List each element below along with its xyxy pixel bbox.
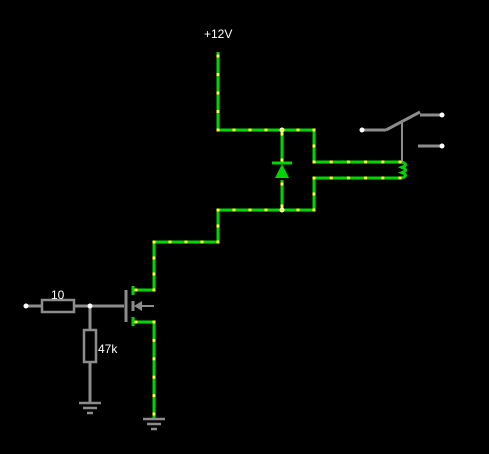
current-dot bbox=[346, 160, 350, 164]
current-dot bbox=[216, 208, 220, 212]
current-dot bbox=[248, 128, 252, 132]
current-dot bbox=[134, 288, 138, 292]
current-dot bbox=[264, 128, 268, 132]
top-wire-to-coil bbox=[282, 128, 402, 164]
current-dot bbox=[280, 208, 284, 212]
current-dot bbox=[346, 176, 350, 180]
current-dot bbox=[398, 176, 402, 180]
current-dot bbox=[381, 160, 385, 164]
ground-icon bbox=[143, 417, 165, 431]
switch-common-terminal bbox=[359, 127, 365, 133]
current-dot bbox=[398, 160, 402, 164]
current-dot bbox=[152, 272, 156, 276]
current-dot bbox=[216, 54, 220, 58]
current-dot bbox=[134, 320, 138, 324]
input-wires bbox=[26, 304, 124, 402]
current-dot bbox=[312, 144, 316, 148]
current-dot bbox=[232, 208, 236, 212]
current-dot bbox=[280, 204, 284, 208]
ground-icon bbox=[79, 401, 101, 415]
current-dot bbox=[329, 160, 333, 164]
current-dot bbox=[280, 182, 284, 186]
supply-label: +12V bbox=[204, 27, 232, 41]
current-dot bbox=[216, 110, 220, 113]
current-dot bbox=[152, 394, 156, 398]
current-dot bbox=[264, 208, 268, 212]
current-dot bbox=[232, 128, 236, 132]
mosfet-icon bbox=[124, 286, 154, 326]
current-dot bbox=[312, 128, 316, 132]
current-dot bbox=[381, 176, 385, 180]
current-dot bbox=[152, 288, 156, 292]
switch-no-terminal bbox=[439, 143, 445, 149]
resistor-series-label: 10 bbox=[51, 288, 65, 302]
current-dot bbox=[184, 240, 188, 244]
source-wire bbox=[133, 320, 156, 418]
current-dot bbox=[312, 192, 316, 196]
supply-wire bbox=[216, 52, 282, 132]
current-dot bbox=[152, 412, 156, 416]
diode-icon bbox=[272, 161, 292, 178]
current-dot bbox=[152, 338, 156, 342]
current-dot bbox=[216, 91, 220, 95]
current-dot bbox=[296, 128, 300, 132]
current-dot bbox=[312, 208, 316, 212]
current-dot bbox=[312, 160, 316, 164]
current-dot bbox=[152, 375, 156, 379]
resistor-icon-pulldown bbox=[82, 328, 98, 364]
input-terminal bbox=[23, 303, 29, 309]
current-dot bbox=[280, 158, 284, 162]
live-wires bbox=[133, 52, 402, 418]
current-dot bbox=[216, 224, 220, 228]
current-dot bbox=[200, 240, 204, 244]
current-dot bbox=[152, 357, 156, 361]
current-dot bbox=[216, 128, 220, 132]
resistor-icon-series bbox=[40, 298, 76, 314]
current-dot bbox=[168, 240, 172, 244]
current-dot bbox=[216, 73, 220, 76]
current-dot bbox=[296, 208, 300, 212]
current-dot bbox=[312, 176, 316, 180]
current-dot bbox=[364, 160, 368, 164]
drain-wire bbox=[133, 208, 282, 292]
current-dot bbox=[329, 176, 333, 180]
current-dots bbox=[134, 54, 402, 416]
switch-nc-terminal bbox=[439, 112, 445, 118]
resistor-pulldown-label: 47k bbox=[98, 342, 118, 356]
current-dot bbox=[280, 132, 284, 136]
relay-coil-icon bbox=[397, 160, 407, 180]
current-dot bbox=[364, 176, 368, 180]
relay-switch-icon bbox=[362, 110, 442, 148]
current-dot bbox=[280, 128, 284, 132]
current-dot bbox=[152, 240, 156, 244]
current-dot bbox=[216, 240, 220, 244]
current-dot bbox=[152, 320, 156, 324]
current-dot bbox=[248, 208, 252, 212]
current-dot bbox=[152, 256, 156, 260]
junction-node bbox=[87, 303, 93, 309]
coil-return-wire bbox=[282, 176, 402, 212]
